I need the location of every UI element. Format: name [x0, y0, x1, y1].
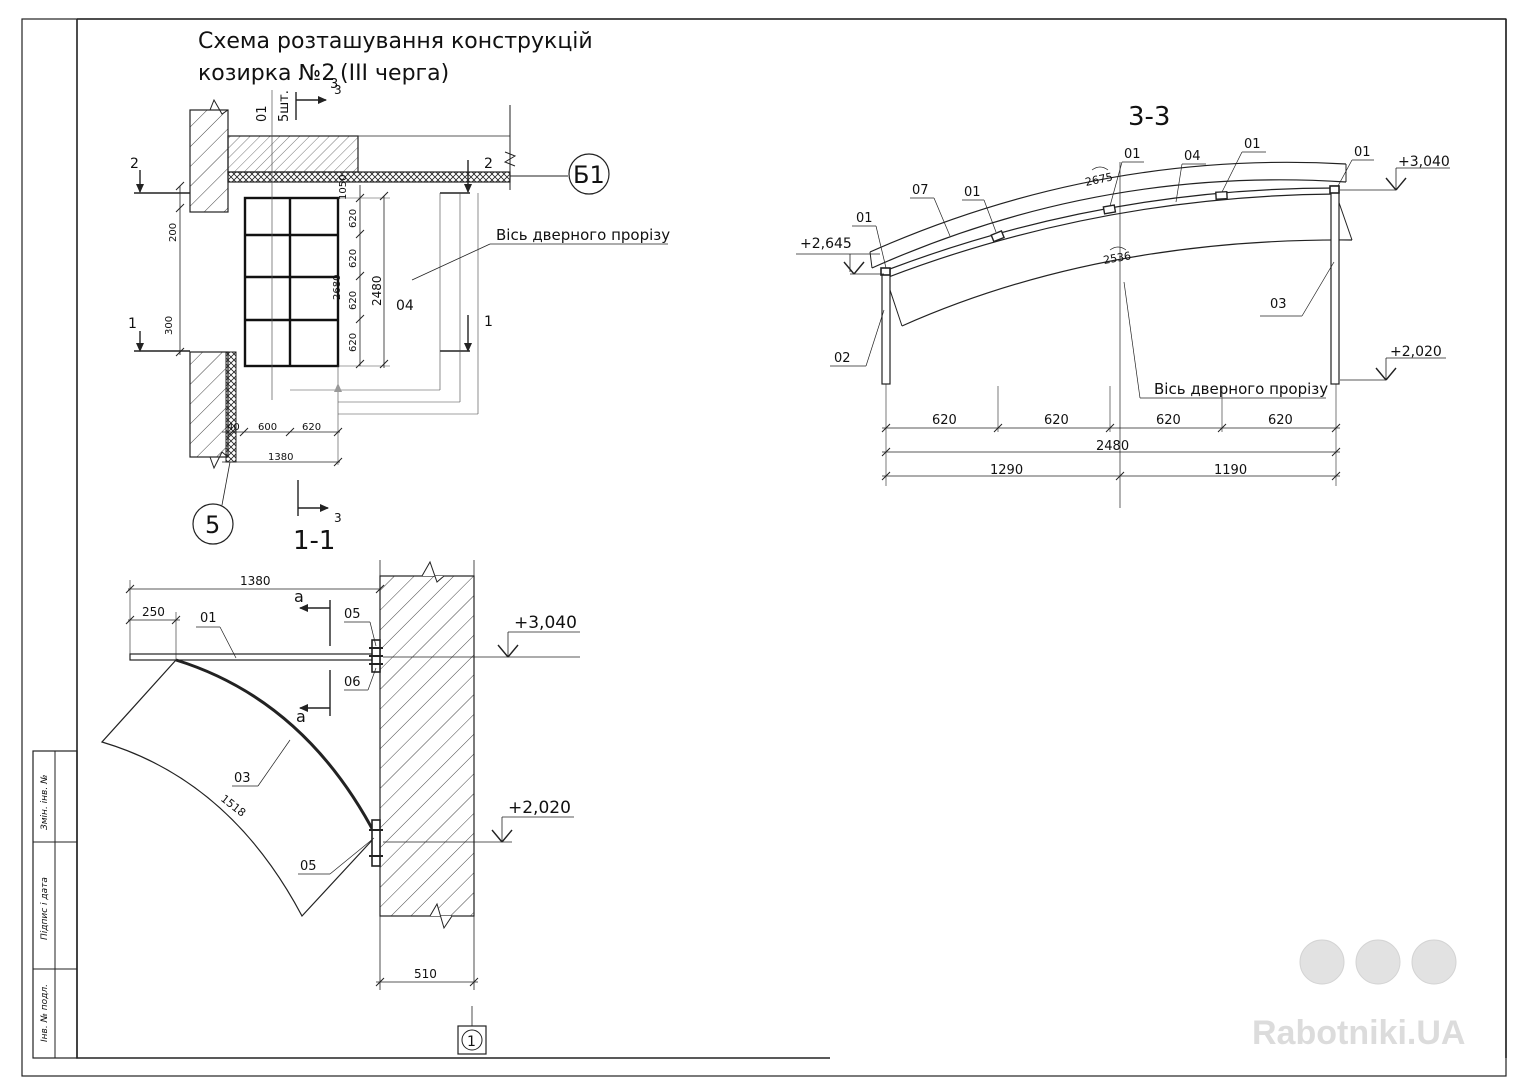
sec33-arc2536: 2536: [1102, 249, 1132, 267]
sec33-pos04: 04: [1184, 149, 1201, 164]
sec11-pos01: 01: [200, 611, 217, 626]
title-tail: (III черга): [340, 61, 449, 86]
sec11-a-top: а: [294, 587, 304, 606]
dim-620c: 620: [348, 291, 359, 310]
sec33-dim-620b: 620: [1044, 413, 1069, 428]
dim-1380-sec: 1380: [240, 574, 271, 588]
sec33-dim-620d: 620: [1268, 413, 1293, 428]
plan-pos01-label: 01: [255, 105, 270, 122]
dim-200: 200: [168, 223, 179, 242]
dim-1050: 1050: [338, 175, 349, 200]
title-line1: Схема розташування конструкцій: [198, 29, 593, 54]
sec2-right-label: 2: [484, 156, 493, 172]
dim-2480: 2480: [370, 275, 384, 306]
sec33-pos01d: 01: [1244, 137, 1261, 152]
sec33-dim-2480: 2480: [1096, 439, 1129, 454]
plan-pos04-label: 04: [396, 298, 414, 314]
section-1-1: 1-1 510 1380 250: [100, 526, 580, 990]
dim-620a: 620: [348, 209, 359, 228]
dim-2680: 2680: [332, 275, 343, 300]
plan-view: Б1 2 2 1 1 3: [128, 83, 670, 545]
sec33-pos03: 03: [1270, 297, 1287, 312]
plan-pcs-label: 5шт.: [277, 90, 292, 122]
sec11-arc1518: 1518: [218, 792, 248, 819]
sec1-left-label: 1: [128, 316, 137, 332]
title-sub: 3: [330, 77, 338, 92]
stamp-sign-date: Підпис і дата: [40, 877, 50, 940]
sheet-number-box: [457, 1025, 487, 1055]
section-3-3-title: 3-3: [1128, 102, 1170, 132]
sec33-axis-label: Вісь дверного прорізу: [1154, 380, 1328, 398]
sec11-level-bottom: +2,020: [508, 798, 571, 818]
sheet-number: 1: [467, 1034, 476, 1050]
sec11-level-top: +3,040: [514, 613, 577, 633]
dim-510: 510: [414, 967, 437, 981]
plan-axis-label: Вісь дверного прорізу: [496, 226, 670, 244]
side-stamp: Інв. № подл. Підпис і дата Змін. інв. №: [32, 750, 78, 1059]
sec33-level-left: +2,645: [800, 236, 852, 252]
dim-620b: 620: [348, 249, 359, 268]
sec11-a-bottom: а: [296, 707, 306, 726]
sec3-bottom-label: 3: [334, 511, 342, 525]
sheet-number-circle: [461, 1029, 483, 1051]
sec33-pos01e: 01: [1354, 145, 1371, 160]
dim-620d: 620: [348, 333, 359, 352]
sec33-pos01a: 01: [856, 211, 873, 226]
watermark-text: Rabotniki.UA: [1252, 1014, 1465, 1052]
stamp-inv-orig: Інв. № подл.: [40, 984, 50, 1042]
axis-marker-B1: [568, 153, 610, 195]
sec33-dim-620a: 620: [932, 413, 957, 428]
sec33-pos01b: 01: [964, 185, 981, 200]
dim-620h: 620: [302, 422, 321, 433]
sec11-pos03: 03: [234, 771, 251, 786]
sec33-level-top: +3,040: [1398, 154, 1450, 170]
axis-marker-5: [192, 503, 234, 545]
section-3-3: 3-3 01 07 01 01 04: [796, 102, 1450, 508]
sec11-pos05b: 05: [300, 859, 317, 874]
sec33-dim-1290: 1290: [990, 463, 1023, 478]
dim-300: 300: [164, 316, 175, 335]
dim-40: 40: [227, 422, 240, 433]
sec11-pos06: 06: [344, 675, 361, 690]
sec33-dim-1190: 1190: [1214, 463, 1247, 478]
sec3-top-label: 3: [334, 83, 342, 97]
section-1-1-title: 1-1: [293, 526, 335, 556]
sec33-dim-620c: 620: [1156, 413, 1181, 428]
sec33-pos02: 02: [834, 351, 851, 366]
stamp-inv-repl: Змін. інв. №: [40, 775, 50, 830]
axis-5-label: 5: [205, 511, 220, 539]
sec33-level-bottom: +2,020: [1390, 344, 1442, 360]
dim-1380-plan: 1380: [268, 452, 293, 463]
sec33-arc2675: 2675: [1084, 170, 1114, 189]
watermark-logo: [1299, 939, 1457, 985]
dim-250: 250: [142, 605, 165, 619]
sec11-pos05a: 05: [344, 607, 361, 622]
sec33-pos01c: 01: [1124, 147, 1141, 162]
sec1-right-label: 1: [484, 314, 493, 330]
dim-600: 600: [258, 422, 277, 433]
sec2-left-label: 2: [130, 156, 139, 172]
title-line2: козирка №2: [198, 61, 335, 86]
axis-B1-label: Б1: [573, 161, 605, 189]
sec33-pos07: 07: [912, 183, 929, 198]
